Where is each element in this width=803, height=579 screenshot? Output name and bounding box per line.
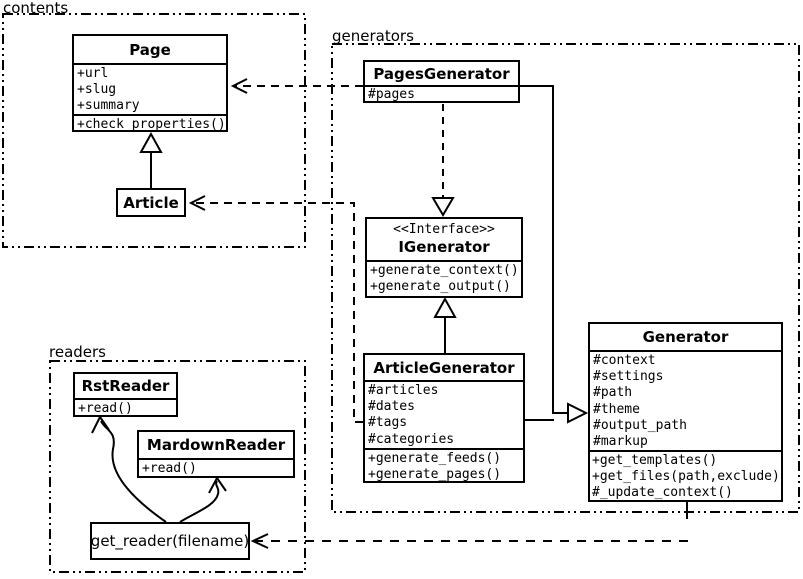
attribute: +summary bbox=[77, 98, 140, 114]
attribute: #context bbox=[593, 353, 656, 368]
class-rstreader-methods: +read() bbox=[75, 398, 176, 416]
attribute: +url bbox=[77, 66, 109, 81]
class-rstreader: RstReader +read() bbox=[73, 372, 178, 417]
class-mardownreader: MardownReader +read() bbox=[137, 430, 295, 478]
hollow-triangle-at-generator bbox=[567, 402, 589, 424]
class-pagesgenerator: PagesGenerator #pages bbox=[363, 60, 520, 103]
class-generator-methods: +get_templates() +get_files(path,exclude… bbox=[590, 450, 781, 501]
class-page-methods: +check_properties() bbox=[74, 114, 226, 132]
method: +read() bbox=[78, 401, 133, 416]
get-reader-label: get_reader(filename) bbox=[90, 532, 250, 550]
class-generator-attributes: #context #settings #path #theme #output_… bbox=[590, 350, 781, 450]
method: +generate_context() bbox=[370, 263, 519, 278]
class-articlegenerator-attributes: #articles #dates #tags #categories bbox=[365, 380, 523, 448]
class-igenerator-stereotype: <<Interface>> bbox=[393, 222, 495, 237]
method: +generate_output() bbox=[370, 279, 511, 295]
attribute: #output_path bbox=[593, 417, 687, 433]
class-articlegenerator-title: ArticleGenerator bbox=[373, 358, 515, 377]
attribute: #articles bbox=[368, 383, 439, 398]
class-page-attributes: +url +slug +summary bbox=[74, 63, 226, 114]
class-mardownreader-methods: +read() bbox=[139, 458, 293, 476]
class-igenerator-title: IGenerator bbox=[398, 238, 490, 256]
open-arrowhead-at-mardownreader bbox=[208, 476, 227, 494]
class-article: Article bbox=[116, 188, 186, 217]
inheritance-line-pagesgenerator-to-generator bbox=[520, 85, 568, 414]
class-page: Page +url +slug +summary +check_properti… bbox=[72, 34, 228, 132]
attribute: #theme bbox=[593, 401, 640, 417]
method: #_update_context() bbox=[592, 485, 733, 501]
class-articlegenerator-methods: +generate_feeds() +generate_pages() bbox=[365, 448, 523, 483]
class-pagesgenerator-title: PagesGenerator bbox=[373, 64, 510, 83]
method: +get_templates() bbox=[592, 453, 718, 468]
hollow-triangle-at-igenerator-top bbox=[431, 197, 455, 217]
open-arrowhead-at-getreader bbox=[250, 533, 269, 549]
attribute: #markup bbox=[593, 434, 648, 450]
attribute: #categories bbox=[368, 431, 455, 447]
class-igenerator: <<Interface>> IGenerator +generate_conte… bbox=[365, 217, 523, 298]
open-arrowhead-at-rstreader bbox=[91, 415, 110, 434]
method: +generate_pages() bbox=[368, 467, 502, 483]
attribute: #path bbox=[593, 385, 633, 401]
attribute: #pages bbox=[368, 87, 415, 102]
attribute: #settings bbox=[593, 369, 664, 385]
class-mardownreader-title: MardownReader bbox=[146, 436, 286, 454]
open-arrowhead-at-article bbox=[188, 195, 206, 211]
attribute: +slug bbox=[77, 82, 117, 98]
class-page-title: Page bbox=[129, 40, 171, 59]
attribute: #dates bbox=[368, 399, 415, 415]
open-arrowhead-at-page bbox=[230, 78, 248, 94]
class-igenerator-methods: +generate_context() +generate_output() bbox=[367, 260, 521, 296]
hollow-triangle-at-page bbox=[139, 131, 163, 153]
class-pagesgenerator-attributes: #pages bbox=[365, 85, 518, 102]
method: +generate_feeds() bbox=[368, 451, 502, 466]
call-curve-getreader-to-mardownreader bbox=[179, 480, 220, 523]
method: +read() bbox=[142, 461, 197, 476]
get-reader-box: get_reader(filename) bbox=[90, 522, 250, 560]
readers-package-border bbox=[49, 360, 306, 573]
generators-package-label: generators bbox=[332, 27, 414, 45]
method: +get_files(path,exclude) bbox=[592, 469, 780, 485]
readers-package-label: readers bbox=[49, 343, 106, 361]
method: +check_properties() bbox=[77, 117, 226, 132]
class-article-title: Article bbox=[123, 193, 179, 212]
class-generator-title: Generator bbox=[642, 328, 729, 346]
class-rstreader-title: RstReader bbox=[81, 377, 170, 395]
contents-package-label: contents bbox=[3, 0, 69, 17]
attribute: #tags bbox=[368, 415, 408, 431]
hollow-triangle-at-igenerator-bottom bbox=[433, 296, 457, 318]
contents-package-border bbox=[2, 13, 306, 248]
class-articlegenerator: ArticleGenerator #articles #dates #tags … bbox=[363, 353, 525, 483]
class-generator: Generator #context #settings #path #them… bbox=[588, 322, 783, 502]
dependency-line-articlegenerator-to-article bbox=[193, 202, 363, 423]
